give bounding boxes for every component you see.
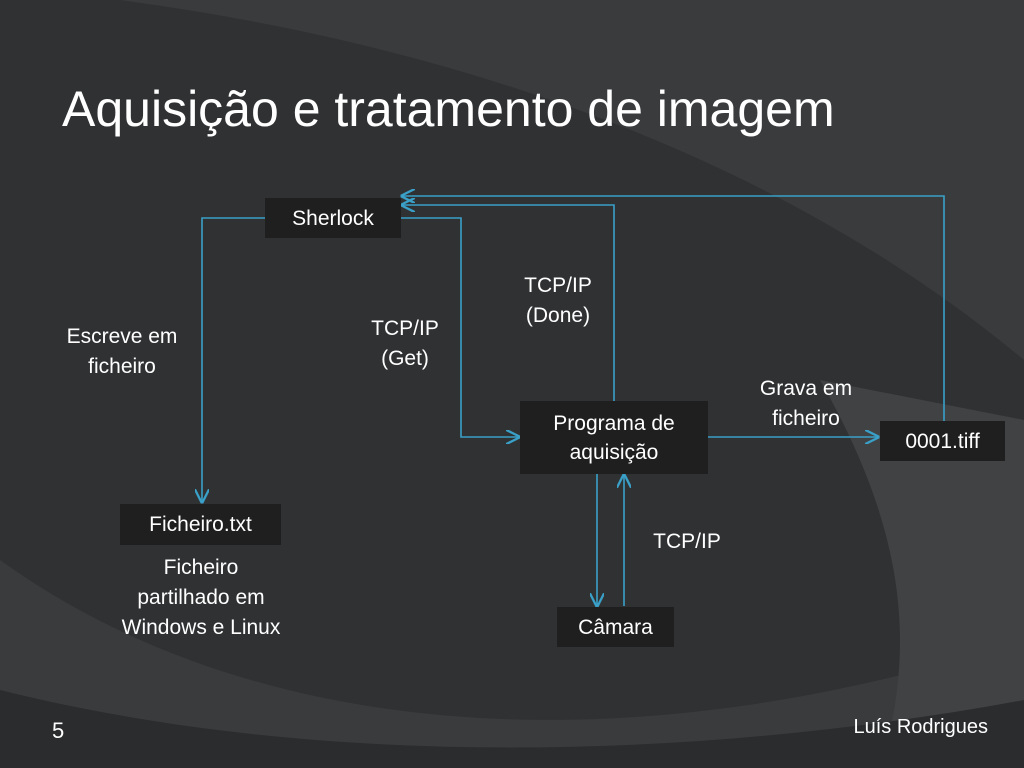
label-tcp-done: TCP/IP (Done)	[524, 274, 592, 327]
connector-tiff-to-sherlock	[402, 196, 945, 421]
slide-title: Aquisição e tratamento de imagem	[62, 81, 835, 137]
page-number: 5	[52, 718, 65, 743]
label-tcp-camera: TCP/IP	[653, 530, 721, 553]
node-programa-aquisicao: Programa de aquisição	[520, 401, 708, 474]
node-ficheiro-txt: Ficheiro.txt	[120, 504, 281, 545]
label-tcp-get: TCP/IP (Get)	[371, 317, 439, 370]
node-sherlock-label: Sherlock	[292, 206, 374, 230]
node-tiff: 0001.tiff	[880, 421, 1005, 461]
label-escreve-em-ficheiro: Escreve em ficheiro	[66, 325, 178, 378]
connector-sherlock-to-programa	[401, 217, 519, 437]
connector-programa-to-sherlock	[402, 205, 615, 401]
node-programa-line1: Programa de	[553, 411, 675, 435]
node-camara-label: Câmara	[578, 615, 653, 639]
node-sherlock: Sherlock	[265, 198, 401, 238]
node-tiff-label: 0001.tiff	[905, 429, 980, 453]
node-camara: Câmara	[557, 607, 674, 647]
connector-sherlock-to-ficheiro	[202, 217, 265, 502]
label-grava-em-ficheiro: Grava em ficheiro	[759, 377, 853, 430]
label-ficheiro-partilhado: Ficheiro partilhado em Windows e Linux	[121, 556, 281, 639]
node-programa-line2: aquisição	[569, 440, 659, 464]
author-name: Luís Rodrigues	[853, 716, 988, 738]
node-ficheiro-txt-label: Ficheiro.txt	[149, 513, 252, 536]
